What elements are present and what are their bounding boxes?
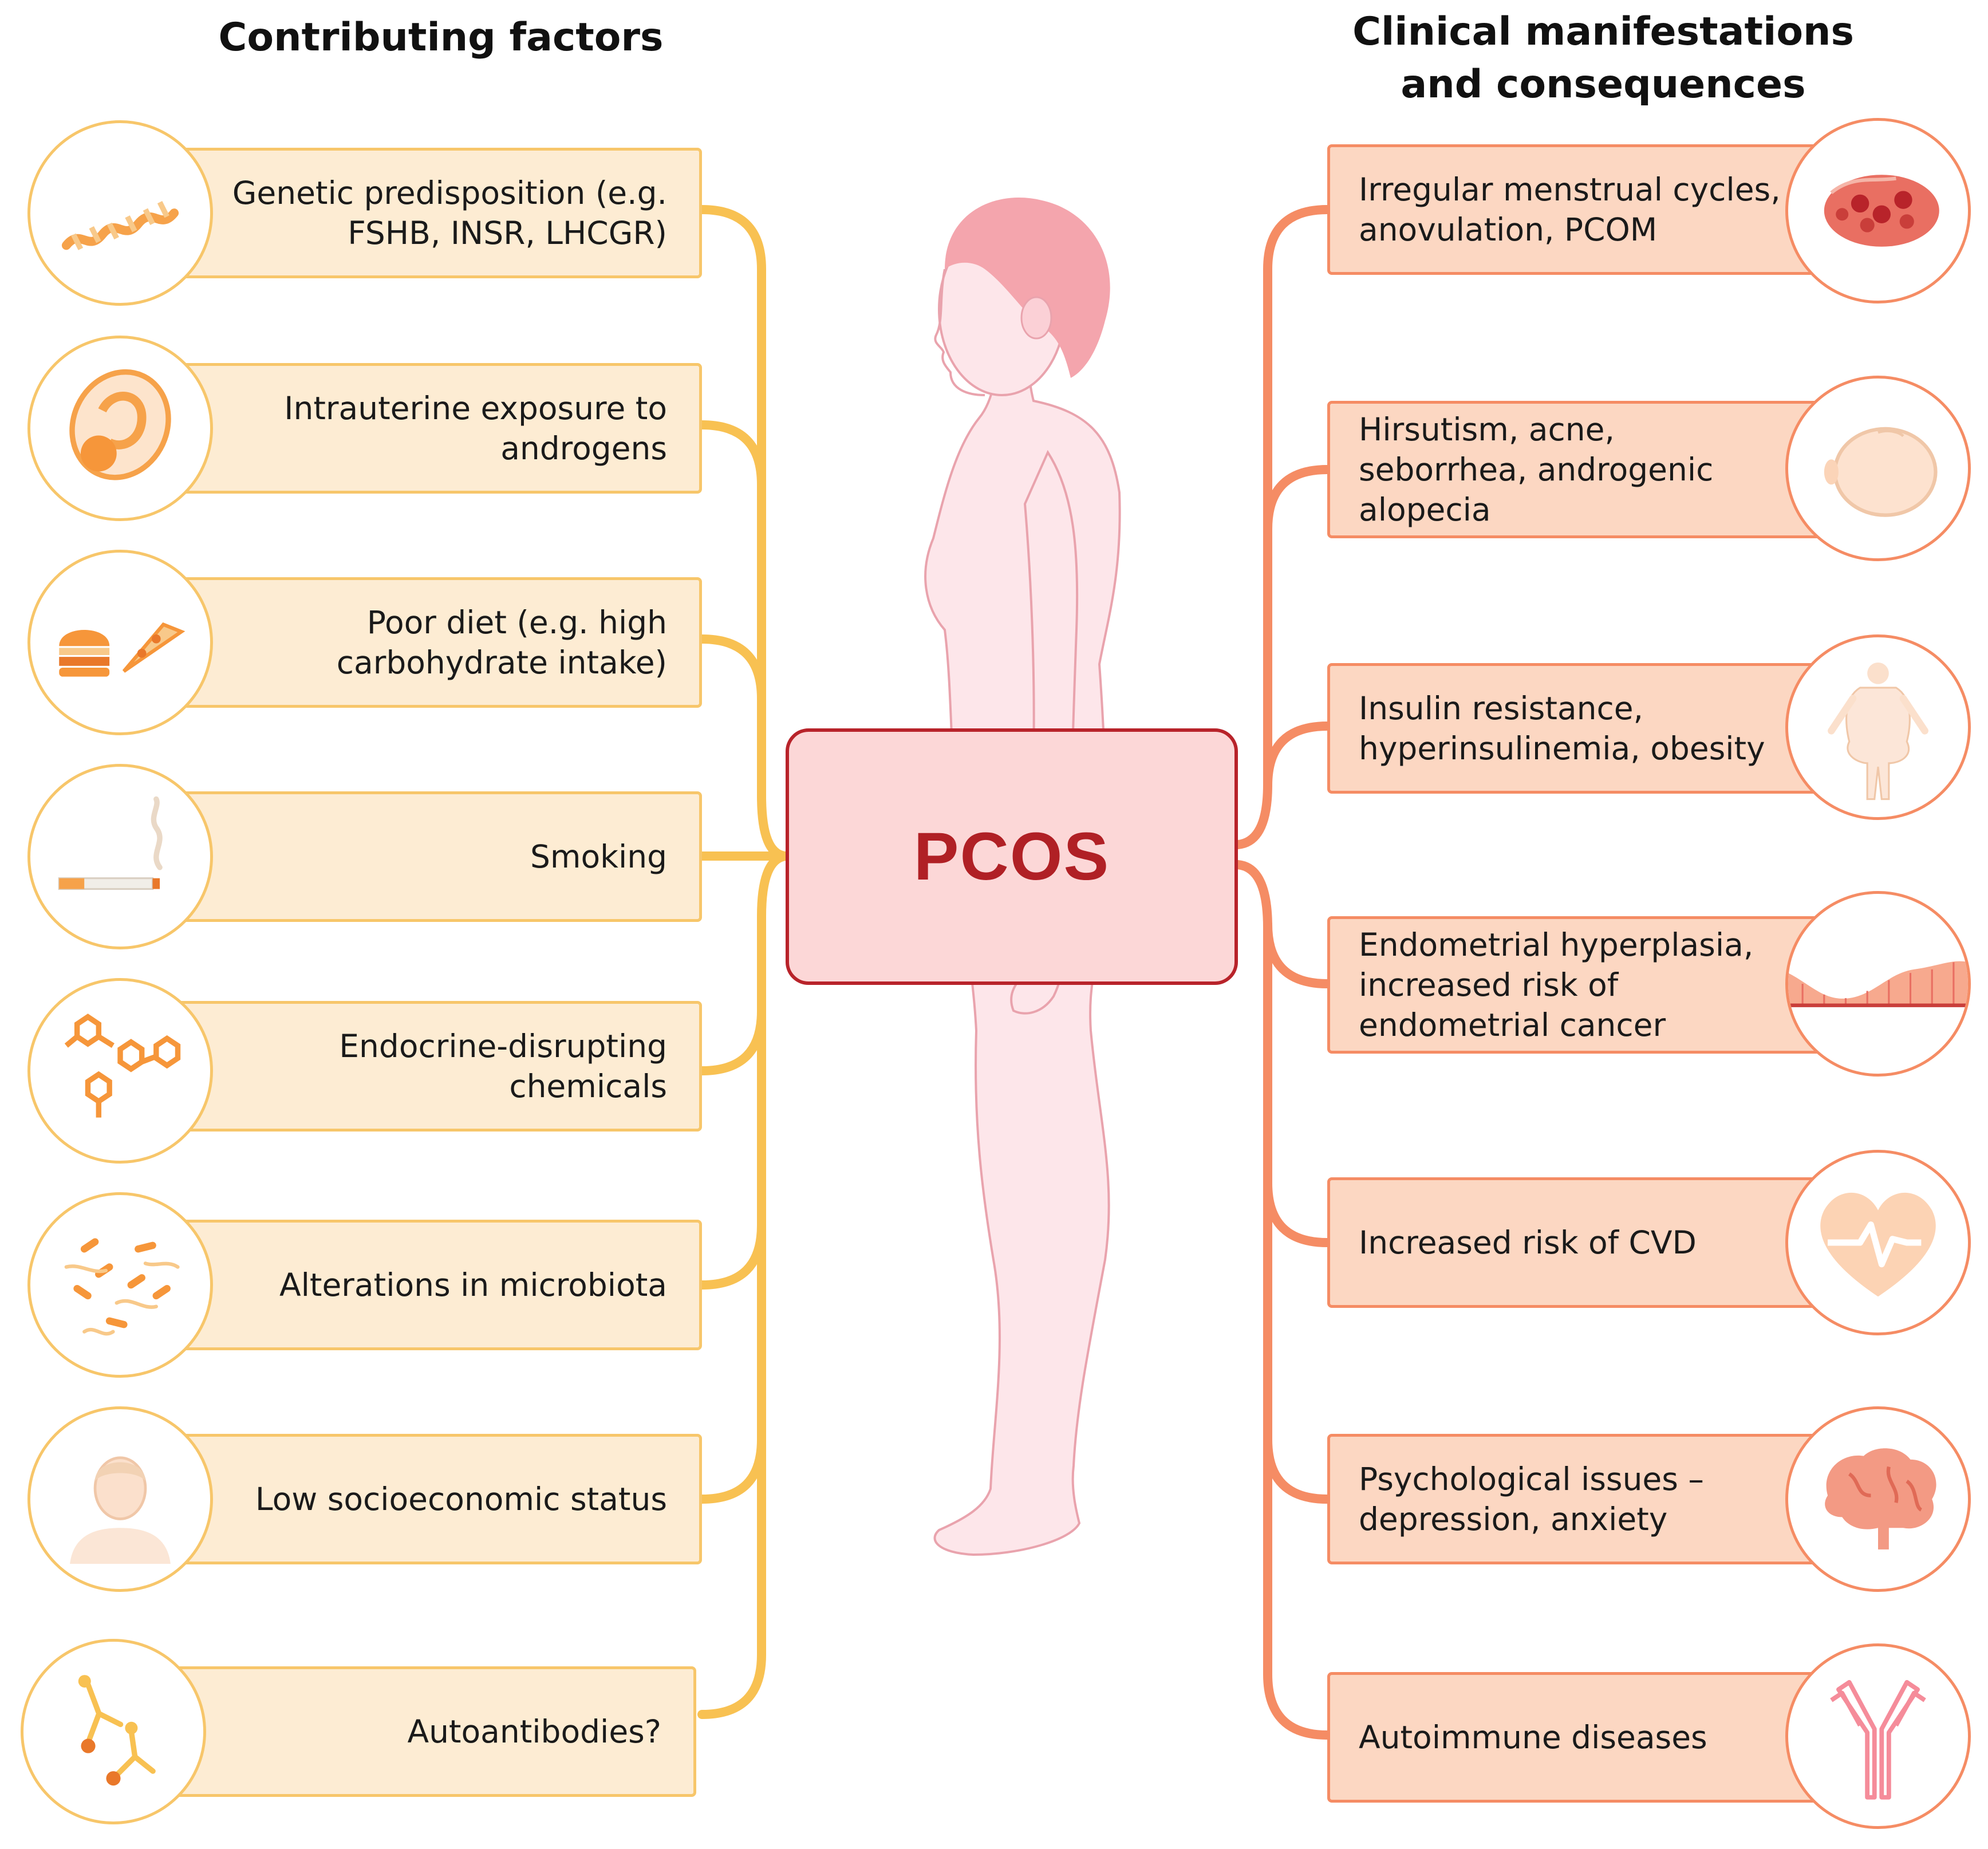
endometrium-icon bbox=[1785, 891, 1971, 1077]
ear bbox=[1020, 296, 1052, 340]
factor-connector-5 bbox=[697, 1007, 766, 1075]
factor-label-line-2: chemicals bbox=[509, 1068, 667, 1105]
bacteria-icon bbox=[27, 1192, 213, 1378]
manifestation-connector-spine-lower bbox=[1233, 860, 1332, 1740]
manifestation-label: Endometrial hyperplasia, increased risk o… bbox=[1359, 919, 1794, 1051]
manifestation-label-line-2: hyperinsulinemia, obesity bbox=[1359, 730, 1765, 767]
manifestation-label-line-1: Hirsutism, acne, bbox=[1359, 411, 1615, 448]
manifestation-label-line-3: alopecia bbox=[1359, 491, 1491, 528]
manifestation-cvd-risk: Increased risk of CVD bbox=[1327, 1177, 1857, 1308]
factor-label-line-2: androgens bbox=[500, 430, 667, 467]
manifestation-psychological-issues: Psychological issues – depression, anxiet… bbox=[1327, 1434, 1857, 1564]
manifestation-autoimmune-diseases: Autoimmune diseases bbox=[1327, 1672, 1857, 1803]
clinical-manifestations-heading: Clinical manifestations and consequences bbox=[1317, 6, 1890, 111]
antibody-icon bbox=[21, 1639, 206, 1824]
cigarette-icon bbox=[27, 764, 213, 949]
manifestation-label-line-2: depression, anxiety bbox=[1359, 1501, 1668, 1537]
pcos-label: PCOS bbox=[913, 819, 1110, 894]
factor-label-line-1: Low socioeconomic status bbox=[255, 1481, 667, 1517]
manifestation-label: Insulin resistance,hyperinsulinemia, obe… bbox=[1359, 666, 1794, 791]
ovary-icon bbox=[1785, 118, 1971, 303]
factor-label-line-1: Alterations in microbiota bbox=[279, 1267, 667, 1303]
fetus-icon bbox=[27, 336, 213, 521]
manifestation-connector-spine-upper bbox=[1233, 205, 1332, 849]
factor-label-line-1: Poor diet (e.g. high bbox=[366, 604, 667, 641]
factor-low-socioeconomic-status: Low socioeconomic status bbox=[172, 1434, 702, 1564]
manifestation-label-line-1: Irregular menstrual cycles, bbox=[1359, 171, 1781, 208]
manifestation-connector-4 bbox=[1263, 920, 1332, 988]
factor-label-line-1: Smoking bbox=[530, 838, 667, 875]
factor-label: Smoking bbox=[198, 794, 667, 919]
manifestation-label: Autoimmune diseases bbox=[1359, 1675, 1794, 1800]
manifestation-irregular-cycles: Irregular menstrual cycles,anovulation, … bbox=[1327, 144, 1857, 275]
factor-label-line-1: Genetic predisposition (e.g. bbox=[232, 175, 667, 211]
factor-connector-3 bbox=[697, 634, 766, 703]
factor-autoantibodies: Autoantibodies? bbox=[172, 1666, 696, 1797]
manifestation-label-line-3: endometrial cancer bbox=[1359, 1007, 1666, 1043]
manifestation-connector-3 bbox=[1263, 722, 1332, 790]
face-profile bbox=[934, 269, 985, 396]
manifestation-endometrial-hyperplasia: Endometrial hyperplasia, increased risk o… bbox=[1327, 916, 1857, 1054]
molecule-icon bbox=[27, 978, 213, 1164]
brain-icon bbox=[1785, 1406, 1971, 1592]
manifestation-label-line-1: Increased risk of CVD bbox=[1359, 1224, 1697, 1261]
factor-smoking: Smoking bbox=[172, 791, 702, 922]
factor-label: Autoantibodies? bbox=[192, 1669, 661, 1794]
factor-label-line-2: FSHB, INSR, LHCGR) bbox=[348, 215, 667, 251]
manifestation-label-line-2: seborrhea, androgenic bbox=[1359, 451, 1714, 488]
hair bbox=[945, 198, 1110, 378]
obese-body-icon bbox=[1785, 634, 1971, 820]
manifestation-label-line-1: Insulin resistance, bbox=[1359, 690, 1644, 727]
factor-label: Low socioeconomic status bbox=[198, 1437, 667, 1562]
manifestation-connectors bbox=[1233, 205, 1332, 1740]
factor-connector-2 bbox=[697, 420, 766, 489]
manifestation-connector-5 bbox=[1263, 1178, 1332, 1247]
factor-label-line-1: Endocrine-disrupting bbox=[339, 1028, 667, 1065]
dna-icon bbox=[27, 120, 213, 306]
factor-connector-spine-lower bbox=[697, 851, 790, 1719]
heading-line-1: Clinical manifestations bbox=[1352, 9, 1854, 54]
manifestation-label: Psychological issues – depression, anxiet… bbox=[1359, 1437, 1794, 1562]
factor-connectors bbox=[697, 205, 790, 1719]
manifestation-connector-6 bbox=[1263, 1435, 1332, 1504]
heading-line-2: and consequences bbox=[1401, 62, 1806, 107]
bald-head-icon bbox=[1785, 376, 1971, 561]
heart-pulse-icon bbox=[1785, 1150, 1971, 1335]
factor-label: Genetic predisposition (e.g. FSHB, INSR, … bbox=[198, 151, 667, 275]
factor-label-line-2: carbohydrate intake) bbox=[336, 644, 667, 681]
manifestation-label-line-1: Psychological issues – bbox=[1359, 1461, 1704, 1497]
manifestation-insulin-resistance: Insulin resistance,hyperinsulinemia, obe… bbox=[1327, 663, 1857, 794]
factor-connector-7 bbox=[697, 1435, 766, 1504]
manifestation-label-line-1: Endometrial hyperplasia, bbox=[1359, 927, 1754, 963]
factor-connector-1 bbox=[697, 205, 790, 861]
antibody-outline-icon bbox=[1785, 1643, 1971, 1829]
contributing-factors-heading: Contributing factors bbox=[218, 15, 664, 60]
factor-connector-6 bbox=[697, 1221, 766, 1290]
manifestation-label: Increased risk of CVD bbox=[1359, 1180, 1794, 1305]
fast-food-icon bbox=[27, 550, 213, 735]
manifestation-label-line-1: Autoimmune diseases bbox=[1359, 1719, 1707, 1756]
factor-microbiota: Alterations in microbiota bbox=[172, 1220, 702, 1350]
head bbox=[934, 198, 1110, 396]
factor-genetic-predisposition: Genetic predisposition (e.g. FSHB, INSR, … bbox=[172, 148, 702, 278]
factor-label-line-1: Intrauterine exposure to bbox=[284, 390, 667, 427]
pcos-center-box: PCOS bbox=[786, 728, 1238, 985]
person-bust-icon bbox=[27, 1406, 213, 1592]
factor-label-line-1: Autoantibodies? bbox=[407, 1713, 661, 1750]
manifestation-label-line-2: increased risk of bbox=[1359, 967, 1619, 1003]
manifestation-label-line-2: anovulation, PCOM bbox=[1359, 211, 1658, 248]
factor-label: Alterations in microbiota bbox=[198, 1223, 667, 1347]
manifestation-label: Irregular menstrual cycles,anovulation, … bbox=[1359, 147, 1794, 272]
manifestation-connector-2 bbox=[1263, 465, 1332, 534]
